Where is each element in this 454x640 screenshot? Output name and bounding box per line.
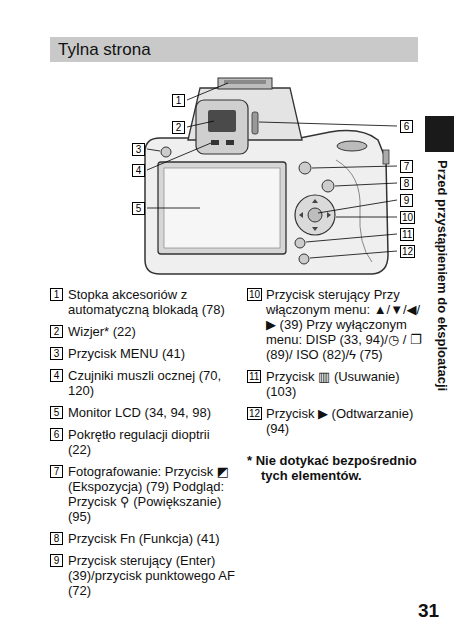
list-number: 11 bbox=[247, 370, 261, 383]
section-heading: Tylna strona bbox=[50, 37, 418, 62]
list-number: 10 bbox=[247, 288, 262, 301]
list-number: 2 bbox=[50, 325, 63, 338]
list-number: 1 bbox=[50, 288, 63, 301]
callout-number: 5 bbox=[132, 202, 145, 215]
list-item-text: Stopka akcesoriów z automatyczną blokadą… bbox=[68, 287, 236, 317]
list-item-text: Monitor LCD (34, 94, 98) bbox=[68, 405, 236, 420]
list-item-text: Przycisk sterujący Przy włączonym menu: … bbox=[266, 287, 424, 362]
list-item-text: Przycisk Fn (Funkcja) (41) bbox=[68, 531, 236, 546]
list-item-text: Przycisk ▥ (Usuwanie) (103) bbox=[266, 369, 424, 399]
list-item-text: Przycisk sterujący (Enter) (39)/przycisk… bbox=[68, 553, 236, 598]
camera-body bbox=[145, 131, 388, 274]
page-number: 31 bbox=[418, 600, 439, 622]
callout-number: 8 bbox=[400, 177, 413, 190]
eyepiece-sensor bbox=[211, 140, 219, 145]
enter-button bbox=[308, 208, 322, 222]
exposure-button bbox=[299, 162, 311, 174]
list-number: 9 bbox=[50, 554, 63, 567]
list-item-text: Wizjer* (22) bbox=[68, 324, 236, 339]
callout-number: 11 bbox=[400, 228, 414, 241]
list-item-text: Czujniki muszli ocznej (70, 120) bbox=[68, 368, 236, 398]
callout-number: 12 bbox=[400, 245, 415, 258]
playback-button bbox=[299, 254, 309, 264]
list-number: 8 bbox=[50, 532, 63, 545]
strap-lug bbox=[383, 150, 389, 164]
callout-number: 2 bbox=[172, 121, 185, 134]
leader-lines bbox=[147, 83, 397, 258]
list-number: 5 bbox=[50, 406, 63, 419]
controller bbox=[295, 195, 335, 235]
callout-number: 10 bbox=[400, 211, 415, 224]
callout-number: 6 bbox=[400, 120, 413, 133]
callout-number: 3 bbox=[132, 143, 145, 156]
list-item-text: Fotografowanie: Przycisk ◩ (Ekspozycja) … bbox=[68, 464, 236, 524]
grip-contour bbox=[336, 160, 372, 262]
callout-number: 4 bbox=[132, 164, 145, 177]
fn-button bbox=[322, 180, 334, 192]
list-number: 7 bbox=[50, 465, 63, 478]
section-side-text: Przed przystąpieniem do eksploatacji bbox=[434, 160, 450, 391]
list-number: 4 bbox=[50, 369, 63, 382]
callout-number: 7 bbox=[400, 160, 413, 173]
control-dial bbox=[337, 141, 367, 151]
shoe-rail bbox=[224, 80, 266, 84]
delete-button bbox=[295, 238, 305, 248]
callout-number: 1 bbox=[172, 94, 185, 107]
menu-button bbox=[161, 147, 171, 157]
callout-number: 9 bbox=[400, 194, 413, 207]
section-tab bbox=[425, 116, 454, 152]
warning-note: * Nie dotykać bezpośrednio tych elementó… bbox=[247, 453, 423, 483]
list-item-text: Przycisk ▶ (Odtwarzanie) (94) bbox=[266, 406, 424, 436]
list-item-text: Przycisk MENU (41) bbox=[68, 346, 236, 361]
controller-arrows bbox=[299, 199, 331, 231]
list-item-text: Pokrętło regulacji dioptrii (22) bbox=[68, 427, 236, 457]
list-number: 3 bbox=[50, 347, 63, 360]
list-number: 12 bbox=[247, 407, 262, 420]
diopter-dial bbox=[252, 112, 258, 134]
list-number: 6 bbox=[50, 428, 63, 441]
eyepiece-sensor bbox=[226, 140, 234, 145]
